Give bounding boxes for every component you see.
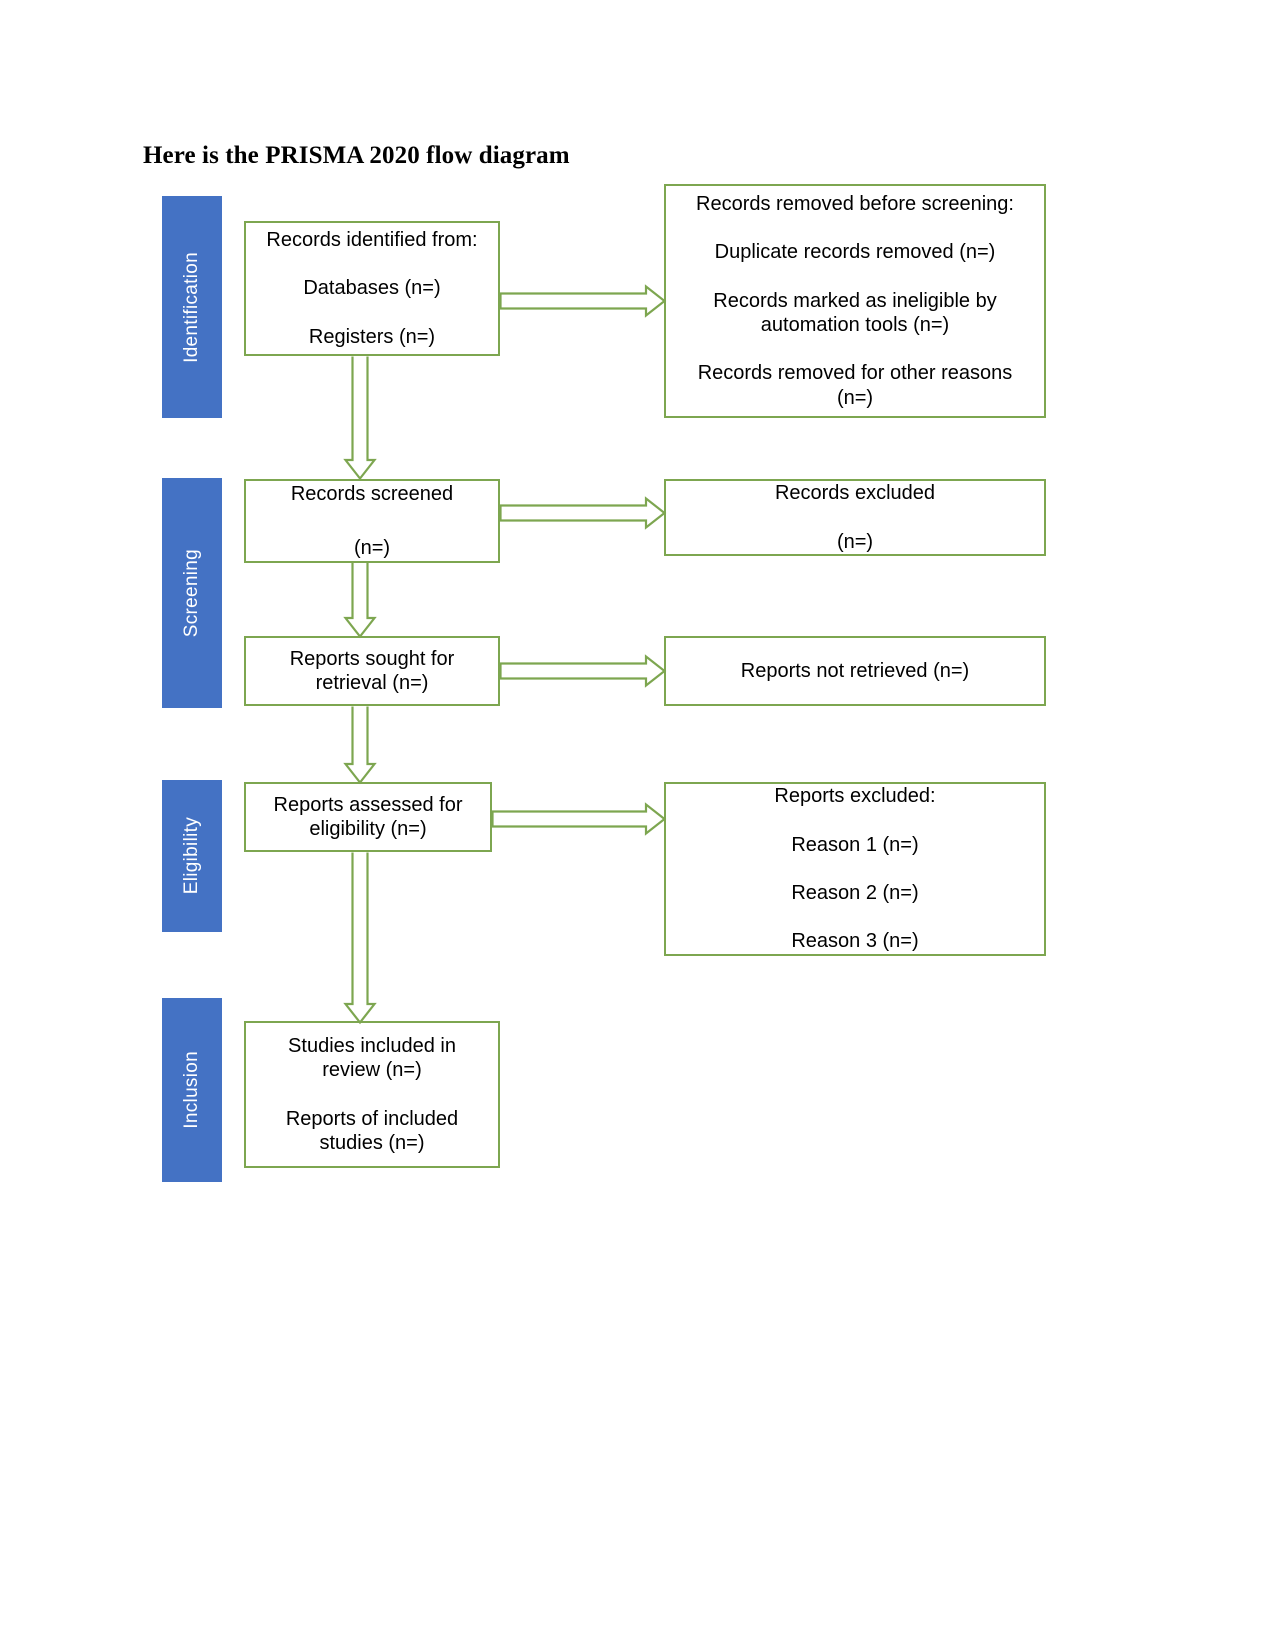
records-screened-line-1: Records screened [290,482,454,505]
stage-label-screening: Screening [181,548,202,638]
reports-excluded-reason-3: Reason 3 (n=) [791,930,919,953]
stage-bar-eligibility: Eligibility [162,780,222,932]
stage-bar-identification: Identification [162,196,222,418]
arrow-assessed-to-studies-included [343,852,377,1025]
arrow-screened-to-excluded [499,496,667,530]
arrow-assessed-to-reports-excluded [491,802,667,836]
reports-sought-line-1: Reports sought for [289,647,455,670]
arrow-sought-to-not-retrieved [499,654,667,688]
box-reports-sought-for-retrieval[interactable]: Reports sought for retrieval (n=) [244,636,500,706]
reports-excluded-line-1: Reports excluded: [774,785,936,808]
records-removed-line-4: automation tools (n=) [760,314,950,336]
arrow-identified-to-screened [343,356,377,481]
reports-not-retrieved-line-1: Reports not retrieved (n=) [740,659,970,682]
reports-sought-line-2: retrieval (n=) [315,672,429,694]
arrow-screened-to-sought [343,562,377,639]
stage-label-eligibility: Eligibility [181,817,202,895]
page-title: Here is the PRISMA 2020 flow diagram [143,142,570,169]
box-records-screened[interactable]: Records screened (n=) [244,479,500,563]
records-screened-line-2: (n=) [353,537,391,559]
studies-included-line-2: review (n=) [322,1059,422,1082]
reports-assessed-line-1: Reports assessed for [273,793,463,816]
records-excluded-line-2: (n=) [836,530,874,553]
box-reports-not-retrieved[interactable]: Reports not retrieved (n=) [664,636,1046,706]
records-excluded-line-1: Records excluded [774,482,936,505]
box-records-excluded[interactable]: Records excluded (n=) [664,479,1046,556]
records-removed-line-2: Duplicate records removed (n=) [714,241,996,264]
records-identified-line-2: Databases (n=) [303,277,441,300]
records-removed-line-3: Records marked as ineligible by [713,289,997,312]
box-studies-included-in-review[interactable]: Studies included in review (n=) Reports … [244,1021,500,1168]
stage-label-inclusion: Inclusion [181,1051,202,1129]
studies-included-line-3: Reports of included [285,1107,459,1130]
reports-excluded-reason-1: Reason 1 (n=) [791,833,919,856]
box-reports-excluded[interactable]: Reports excluded: Reason 1 (n=) Reason 2… [664,782,1046,956]
records-identified-line-3: Registers (n=) [308,325,436,348]
stage-bar-inclusion: Inclusion [162,998,222,1182]
records-removed-line-5: Records removed for other reasons [697,362,1013,385]
box-reports-assessed-for-eligibility[interactable]: Reports assessed for eligibility (n=) [244,782,492,852]
studies-included-line-1: Studies included in [288,1034,456,1057]
reports-assessed-line-2: eligibility (n=) [309,818,427,840]
box-records-removed-before-screening[interactable]: Records removed before screening: Duplic… [664,184,1046,418]
records-removed-line-1: Records removed before screening: [696,192,1014,215]
arrow-identified-to-removed [499,284,667,318]
box-records-identified[interactable]: Records identified from: Databases (n=) … [244,221,500,356]
arrow-sought-to-assessed [343,706,377,785]
stage-label-identification: Identification [181,251,202,363]
reports-excluded-reason-2: Reason 2 (n=) [791,882,919,904]
studies-included-line-4: studies (n=) [319,1131,425,1154]
records-identified-line-1: Records identified from: [266,228,478,251]
stage-bar-screening: Screening [162,478,222,708]
records-removed-line-6: (n=) [836,386,874,409]
